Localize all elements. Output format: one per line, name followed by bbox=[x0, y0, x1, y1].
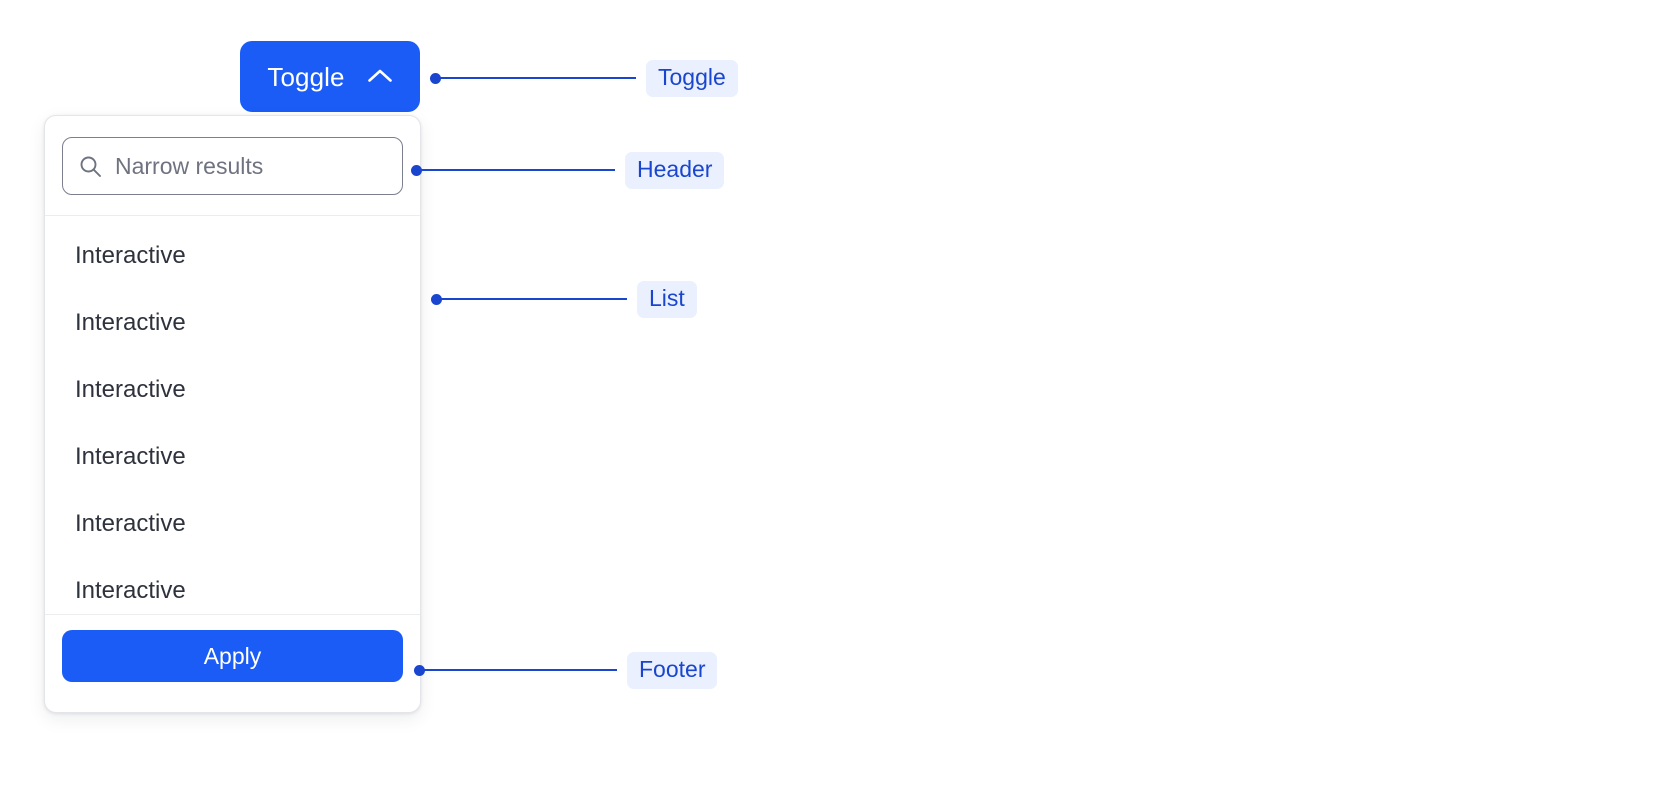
dropdown-list: Interactive Interactive Interactive Inte… bbox=[45, 216, 420, 614]
list-item-label: Interactive bbox=[75, 442, 186, 470]
search-input[interactable] bbox=[115, 152, 387, 180]
dropdown-header bbox=[45, 116, 420, 216]
annotation-label: List bbox=[637, 280, 697, 318]
annotation-list: List bbox=[431, 280, 697, 318]
search-icon bbox=[78, 154, 103, 179]
annotation-dot bbox=[411, 164, 422, 176]
chevron-up-icon bbox=[367, 68, 393, 85]
dropdown-footer: Apply bbox=[45, 614, 420, 712]
list-item[interactable]: Interactive bbox=[45, 356, 420, 423]
list-item[interactable]: Interactive bbox=[45, 557, 420, 614]
annotation-line bbox=[440, 77, 636, 79]
toggle-button-label: Toggle bbox=[267, 61, 345, 92]
search-field[interactable] bbox=[62, 137, 403, 195]
list-item-label: Interactive bbox=[75, 509, 186, 537]
annotation-line bbox=[441, 298, 627, 300]
annotation-line bbox=[424, 669, 617, 671]
annotation-label: Toggle bbox=[646, 59, 738, 97]
annotation-label: Footer bbox=[627, 651, 718, 689]
apply-button-label: Apply bbox=[203, 642, 262, 669]
toggle-button[interactable]: Toggle bbox=[240, 41, 420, 112]
list-item[interactable]: Interactive bbox=[45, 222, 420, 289]
annotation-footer: Footer bbox=[414, 651, 718, 689]
list-item-label: Interactive bbox=[75, 241, 186, 269]
annotation-label: Header bbox=[625, 151, 725, 189]
apply-button[interactable]: Apply bbox=[62, 630, 403, 682]
annotation-toggle: Toggle bbox=[430, 59, 738, 97]
dropdown-panel: Interactive Interactive Interactive Inte… bbox=[44, 115, 421, 713]
list-item[interactable]: Interactive bbox=[45, 490, 420, 557]
annotation-dot bbox=[431, 293, 442, 305]
annotation-header: Header bbox=[411, 151, 725, 189]
list-item-label: Interactive bbox=[75, 308, 186, 336]
annotation-dot bbox=[414, 664, 425, 676]
list-item[interactable]: Interactive bbox=[45, 289, 420, 356]
list-item-label: Interactive bbox=[75, 576, 186, 604]
annotation-dot bbox=[430, 72, 441, 84]
list-item-label: Interactive bbox=[75, 375, 186, 403]
list-item[interactable]: Interactive bbox=[45, 423, 420, 490]
annotation-line bbox=[421, 169, 615, 171]
